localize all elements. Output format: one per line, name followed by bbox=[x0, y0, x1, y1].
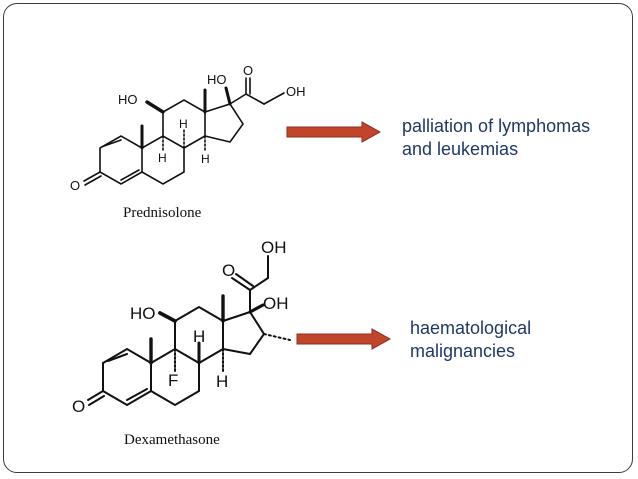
dexamethasone-atom-oh17: OH bbox=[263, 294, 289, 313]
dexamethasone-atom-h8: H bbox=[193, 327, 205, 346]
dexamethasone-atom-o3: O bbox=[72, 397, 85, 416]
prednisolone-use-line-2: and leukemias bbox=[402, 139, 519, 159]
slide-frame bbox=[3, 3, 633, 473]
prednisolone-atom-oh17: HO bbox=[207, 72, 227, 87]
prednisolone-label: Prednisolone bbox=[123, 205, 202, 221]
dexamethasone-label: Dexamethasone bbox=[124, 432, 220, 448]
dexamethasone-use-line-1: haematological bbox=[410, 318, 532, 338]
prednisolone-use: palliation of lymphomas and leukemias bbox=[402, 115, 590, 161]
prednisolone-atom-h14: H bbox=[201, 152, 210, 166]
prednisolone-use-line-1: palliation of lymphomas bbox=[402, 116, 591, 136]
dexamethasone-use-line-2: malignancies bbox=[410, 341, 516, 361]
dexamethasone-atom-h14: H bbox=[216, 372, 228, 391]
prednisolone-atom-h8: H bbox=[179, 117, 188, 131]
prednisolone-atom-ho11: HO bbox=[118, 92, 138, 107]
prednisolone-atom-o3: O bbox=[70, 178, 80, 193]
prednisolone-atom-o20: O bbox=[243, 63, 253, 78]
prednisolone-atom-h9: H bbox=[158, 151, 167, 165]
prednisolone-atom-oh21: OH bbox=[286, 84, 306, 99]
dexamethasone-atom-oh21: OH bbox=[261, 238, 287, 257]
dexamethasone-atom-o20: O bbox=[222, 261, 235, 280]
dexamethasone-atom-f9: F bbox=[168, 371, 178, 390]
prednisolone-arrow bbox=[286, 121, 382, 143]
dexamethasone-arrow bbox=[296, 328, 392, 350]
dexamethasone-atom-ho11: HO bbox=[130, 304, 156, 323]
dexamethasone-use: haematological malignancies bbox=[410, 317, 531, 363]
